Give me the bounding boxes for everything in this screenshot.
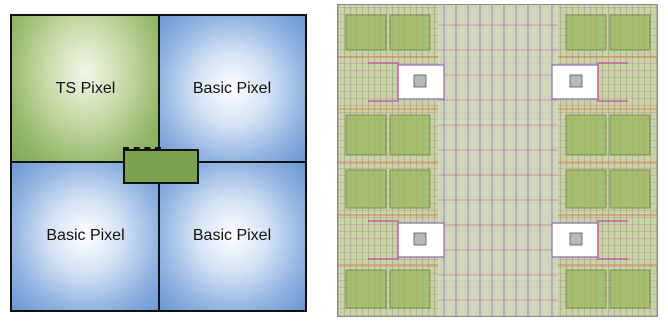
basic-pixel-cell-bottom-left: Basic Pixel xyxy=(12,162,159,310)
basic-pixel-label-bottom-left: Basic Pixel xyxy=(46,227,125,244)
layout-drawing xyxy=(338,5,657,316)
shared-circuit-block xyxy=(123,149,199,184)
pixel-array-diagram: TS Pixel Basic Pixel Basic Pixel Basic P… xyxy=(10,14,307,312)
basic-pixel-label-bottom-right: Basic Pixel xyxy=(192,227,272,244)
ts-pixel-cell: TS Pixel xyxy=(12,16,159,162)
basic-pixel-cell-top-right: Basic Pixel xyxy=(159,16,305,162)
ts-pixel-label: TS Pixel xyxy=(55,80,116,97)
layout-micrograph xyxy=(337,4,658,317)
dashed-outline xyxy=(123,147,161,163)
basic-pixel-label-top-right: Basic Pixel xyxy=(192,80,272,97)
basic-pixel-cell-bottom-right: Basic Pixel xyxy=(159,162,305,310)
